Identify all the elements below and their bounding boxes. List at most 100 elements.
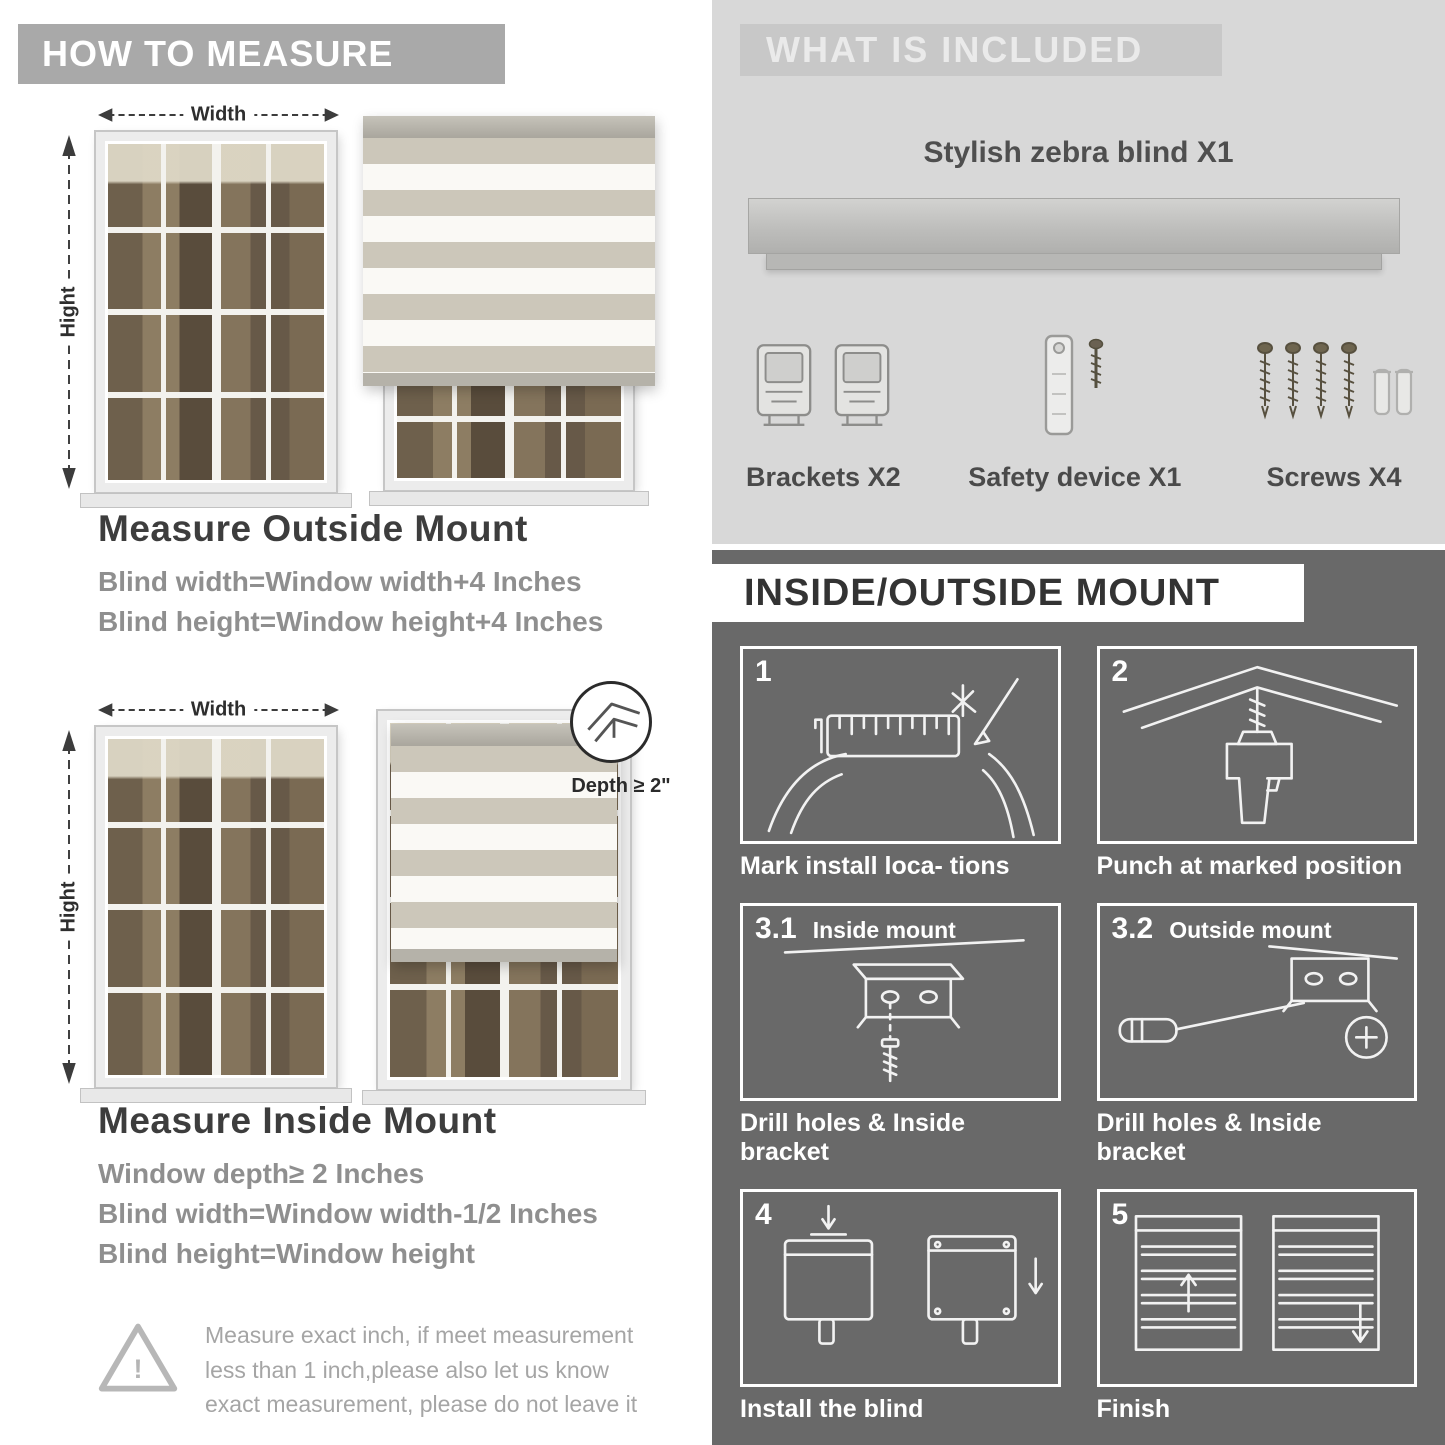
outside-width-formula: Blind width=Window width+4 Inches bbox=[98, 566, 582, 597]
step-3-1-caption: Drill holes & Inside bracket bbox=[740, 1109, 966, 1166]
step-number: 3.2 bbox=[1111, 912, 1154, 945]
step-2-panel: 2 bbox=[1096, 646, 1417, 844]
horizontal-arrow-icon bbox=[98, 703, 339, 717]
outside-mount-text: Measure Outside Mount Blind width=Window… bbox=[98, 508, 603, 646]
brackets-icons bbox=[746, 322, 901, 450]
screws-icons bbox=[1249, 322, 1419, 450]
height-arrow: Hight bbox=[57, 727, 81, 1087]
step-3-2: 3.2 Outside mount bbox=[1096, 903, 1417, 1167]
horizontal-arrow-icon bbox=[98, 108, 339, 122]
vertical-arrow-icon bbox=[62, 730, 76, 1084]
product-title: Stylish zebra blind X1 bbox=[923, 136, 1234, 169]
screws-icon bbox=[1257, 342, 1413, 420]
window-measure-figure-outside: Width Hight bbox=[57, 100, 353, 507]
included-item-brackets: Brackets X2 bbox=[746, 322, 901, 493]
step-3-2-caption: Drill holes & Inside bracket bbox=[1096, 1109, 1322, 1166]
step-4-caption: Install the blind bbox=[740, 1395, 924, 1423]
step-3-2-panel: 3.2 Outside mount bbox=[1096, 903, 1417, 1101]
step-5-panel: 5 bbox=[1096, 1189, 1417, 1387]
mount-header: INSIDE/OUTSIDE MOUNT bbox=[712, 564, 1304, 622]
window-illustration bbox=[81, 132, 351, 507]
included-item-safety-device: Safety device X1 bbox=[968, 322, 1181, 493]
step-4-panel: 4 bbox=[740, 1189, 1061, 1387]
measuring-tape-icon bbox=[767, 678, 1035, 839]
window-photo bbox=[108, 739, 324, 1075]
safety-device-icon bbox=[1044, 334, 1104, 436]
step-4: 4 bbox=[740, 1189, 1061, 1424]
window-illustration bbox=[81, 727, 351, 1102]
step-1-caption: Mark install loca- tions bbox=[740, 852, 1010, 880]
depth-requirement-label: Depth ≥ 2" bbox=[571, 775, 671, 797]
safety-device-icons bbox=[968, 322, 1181, 450]
included-item-screws: Screws X4 bbox=[1249, 322, 1419, 493]
height-label: Hight bbox=[57, 873, 81, 941]
step-inline-label: Outside mount bbox=[1169, 917, 1332, 943]
what-is-included-section: WHAT IS INCLUDED Stylish zebra blind X1 bbox=[712, 0, 1445, 544]
headrail-lip bbox=[766, 254, 1382, 270]
width-label: Width bbox=[182, 103, 255, 127]
measurement-note: ! Measure exact inch, if meet measuremen… bbox=[95, 1318, 655, 1422]
step-number: 2 bbox=[1111, 655, 1129, 688]
zebra-blind-headrail-illustration bbox=[748, 198, 1400, 270]
how-to-measure-section: HOW TO MEASURE Width bbox=[0, 0, 708, 1445]
window-photo bbox=[108, 144, 324, 480]
step-2-caption: Punch at marked position bbox=[1096, 852, 1403, 880]
step-1-panel: 1 bbox=[740, 646, 1061, 844]
inside-width-formula: Blind width=Window width-1/2 Inches bbox=[98, 1198, 598, 1229]
screws-label: Screws X4 bbox=[1266, 462, 1402, 492]
outside-bracket-icon bbox=[1118, 945, 1398, 1059]
blind-cassette bbox=[363, 116, 655, 138]
step-5-caption: Finish bbox=[1096, 1395, 1171, 1423]
step-number: 3.1 bbox=[755, 912, 797, 945]
warning-triangle-icon: ! bbox=[95, 1318, 181, 1400]
blind-bottom-rail bbox=[391, 949, 617, 962]
width-arrow: Width bbox=[96, 698, 341, 722]
note-text: Measure exact inch, if meet measurement … bbox=[205, 1322, 638, 1417]
step-3-1-panel: 3.1 Inside mount bbox=[740, 903, 1061, 1101]
step-number: 4 bbox=[755, 1198, 772, 1231]
step-number: 5 bbox=[1111, 1198, 1129, 1231]
outside-mount-title: Measure Outside Mount bbox=[98, 508, 528, 549]
brackets-label: Brackets X2 bbox=[746, 462, 901, 492]
headrail-bar bbox=[748, 198, 1400, 254]
mount-steps-grid: 1 Mark bbox=[740, 646, 1417, 1424]
width-arrow: Width bbox=[96, 103, 341, 127]
step-number: 1 bbox=[755, 655, 772, 688]
inside-depth-formula: Window depth≥ 2 Inches bbox=[98, 1158, 425, 1189]
inside-mount-title: Measure Inside Mount bbox=[98, 1100, 497, 1141]
width-label: Width bbox=[182, 698, 255, 722]
window-measure-figure-inside: Width Hight bbox=[57, 695, 353, 1102]
how-to-measure-header: HOW TO MEASURE bbox=[18, 24, 505, 84]
step-1: 1 Mark bbox=[740, 646, 1061, 881]
zebra-blind-illustration bbox=[363, 116, 655, 386]
vertical-arrow-icon bbox=[62, 135, 76, 489]
inside-mount-text: Measure Inside Mount Window depth≥ 2 Inc… bbox=[98, 1100, 598, 1278]
inside-height-formula: Blind height=Window height bbox=[98, 1238, 475, 1269]
height-label: Hight bbox=[57, 278, 81, 346]
step-3-1: 3.1 Inside mount bbox=[740, 903, 1061, 1167]
inside-outside-mount-section: INSIDE/OUTSIDE MOUNT 1 bbox=[712, 550, 1445, 1445]
what-is-included-header: WHAT IS INCLUDED bbox=[740, 24, 1222, 76]
step-5: 5 Finish bbox=[1096, 1189, 1417, 1424]
blind-stripes bbox=[363, 138, 655, 373]
window-corner-icon bbox=[587, 702, 641, 743]
inside-mount-figures: Width Hight bbox=[57, 681, 678, 1104]
finish-blinds-icon bbox=[1134, 1214, 1380, 1351]
drill-icon bbox=[1122, 665, 1398, 825]
outside-mounted-blind-figure bbox=[363, 116, 655, 505]
outside-height-formula: Blind height=Window height+4 Inches bbox=[98, 606, 604, 637]
install-blind-icon bbox=[783, 1204, 1044, 1345]
blind-bottom-rail bbox=[363, 373, 655, 386]
step-inline-label: Inside mount bbox=[812, 917, 956, 943]
step-2: 2 Punch at marked position bbox=[1096, 646, 1417, 881]
included-items-row: Brackets X2 Safety device X1 bbox=[746, 322, 1419, 493]
height-arrow: Hight bbox=[57, 132, 81, 492]
exclamation-mark: ! bbox=[133, 1354, 143, 1384]
bracket-icon bbox=[756, 344, 812, 426]
inside-bracket-icon bbox=[783, 939, 1025, 1083]
outside-mount-figures: Width Hight bbox=[57, 100, 678, 507]
bracket-icon bbox=[834, 344, 890, 426]
depth-detail-circle bbox=[570, 681, 652, 763]
inside-mounted-blind-figure bbox=[363, 711, 645, 1104]
